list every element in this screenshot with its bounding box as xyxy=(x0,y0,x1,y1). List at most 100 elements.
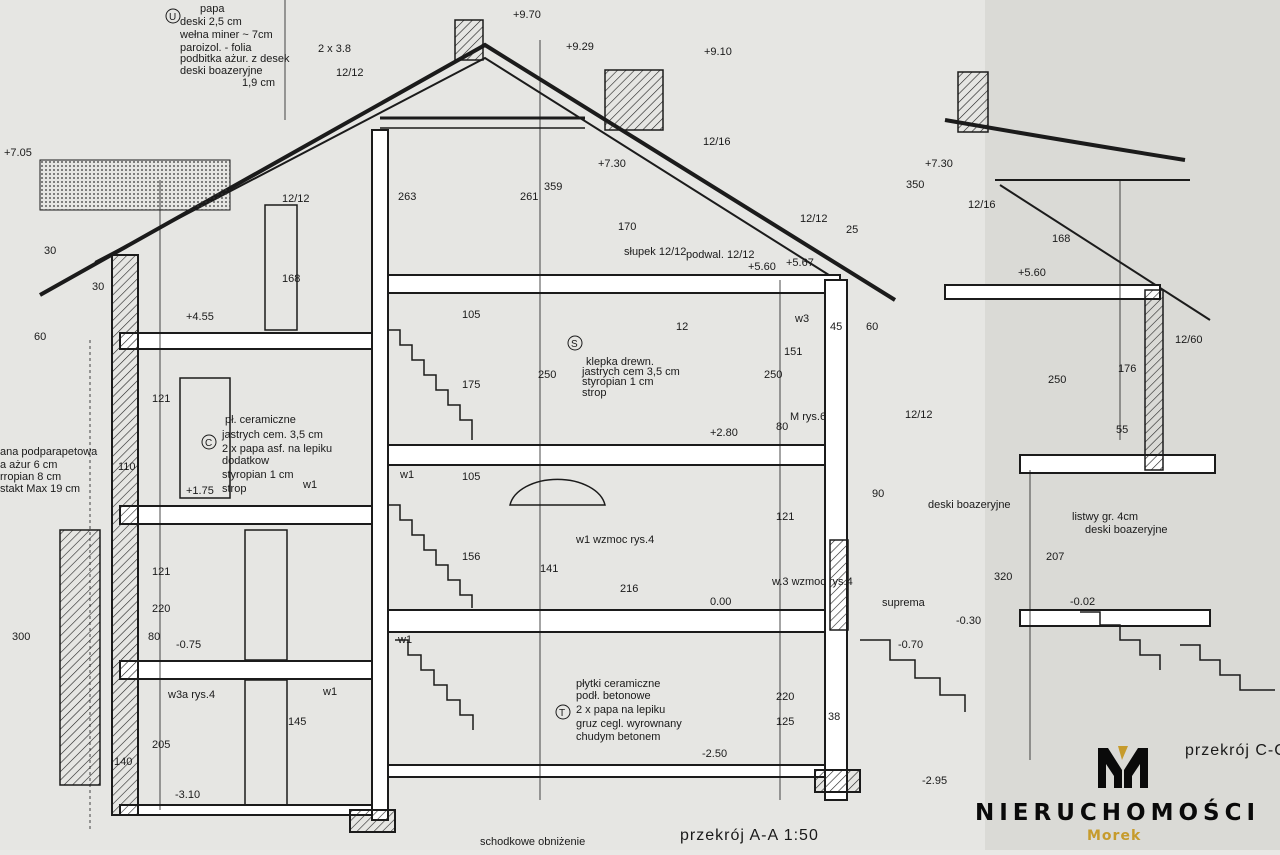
dim-3: 250 xyxy=(538,369,556,381)
right-3: suprema xyxy=(882,597,926,609)
member-5: 12/12 xyxy=(905,409,933,421)
right-4: schodkowe obniżenie xyxy=(480,836,585,848)
right-2: deski boazeryjne xyxy=(1085,524,1168,536)
floor-note-c: pł. ceramiczne jastrych cem. 3,5 cm 2 x … xyxy=(221,414,332,495)
dim-27: 220 xyxy=(152,603,170,615)
chimney-1 xyxy=(454,19,484,61)
wall-2: rropian 8 cm xyxy=(0,471,61,483)
member-7: 12/60 xyxy=(1175,334,1203,346)
dim-14: 121 xyxy=(152,393,170,405)
floor-c-2: 2 x papa asf. na lepiku xyxy=(222,443,332,455)
floor-t-1: podł. betonowe xyxy=(576,690,651,702)
door-upper xyxy=(179,377,231,499)
floor-c-4: styropian 1 cm xyxy=(222,469,294,481)
wall-note: ana podparapetowa a ażur 6 cm rropian 8 … xyxy=(0,446,98,495)
member-9: podwal. 12/12 xyxy=(686,249,755,261)
level-8: +5.60 xyxy=(1018,267,1046,279)
dim-4: 250 xyxy=(764,369,782,381)
dim-0: 359 xyxy=(544,181,562,193)
slab-upper-left xyxy=(119,332,381,350)
roof-note-1: deski 2,5 cm xyxy=(180,16,242,28)
dim-18: 105 xyxy=(462,471,480,483)
dim-6: 175 xyxy=(462,379,480,391)
footing-left xyxy=(349,809,396,833)
member-17: w1 wzmoc rys.4 xyxy=(575,534,654,546)
member-8: słupek 12/12 xyxy=(624,246,686,258)
level-4: +7.30 xyxy=(925,158,953,170)
right-0: deski boazeryjne xyxy=(928,499,1011,511)
dim-36: 90 xyxy=(872,488,884,500)
left-roof-insulation xyxy=(39,159,231,211)
marker-c: C xyxy=(201,434,217,450)
member-1: 12/12 xyxy=(336,67,364,79)
dim-15: 121 xyxy=(152,566,170,578)
cc-wall xyxy=(1144,289,1164,471)
marker-s: S xyxy=(567,335,583,351)
title-aa: przekrój A-A 1:50 xyxy=(680,827,819,844)
dim-37: 55 xyxy=(1116,424,1128,436)
dim-30: 207 xyxy=(1046,551,1064,563)
floor-note-t: płytki ceramiczne podł. betonowe 2 x pap… xyxy=(576,678,682,743)
stair-exterior xyxy=(860,639,966,712)
arched-opening xyxy=(509,478,606,506)
wall-0: ana podparapetowa xyxy=(0,446,98,458)
dim-32: 145 xyxy=(288,716,306,728)
floor-t-0: płytki ceramiczne xyxy=(576,678,660,690)
level-9: +4.55 xyxy=(186,311,214,323)
level-12: 0.00 xyxy=(710,596,731,608)
level-0: +9.70 xyxy=(513,9,541,21)
dim-5: 250 xyxy=(1048,374,1066,386)
floor-s-3: strop xyxy=(582,387,606,399)
door-attic xyxy=(264,204,298,331)
dim-31: 205 xyxy=(152,739,170,751)
wall-right-hatch xyxy=(829,539,849,631)
roof-main xyxy=(39,42,897,302)
stair-upper xyxy=(388,329,473,440)
chimney-2 xyxy=(604,69,664,131)
section-a-a xyxy=(39,0,966,833)
dim-11: 156 xyxy=(462,551,480,563)
cc-stair-2 xyxy=(1180,644,1275,691)
roof-note-2: wełna miner ~ 7cm xyxy=(179,29,273,41)
level-13: -0.02 xyxy=(1070,596,1095,608)
roof-note-6: 1,9 cm xyxy=(242,77,275,89)
wall-1: a ażur 6 cm xyxy=(0,459,57,471)
cc-slab-first xyxy=(1019,454,1216,474)
dim-23: 45 xyxy=(830,321,842,333)
dim-42: 350 xyxy=(906,179,924,191)
member-15: w3a rys.4 xyxy=(167,689,215,701)
dim-17: 105 xyxy=(462,309,480,321)
member-14: w1 xyxy=(302,479,317,491)
floor-t-4: chudym betonem xyxy=(576,731,660,743)
level-19: -3.10 xyxy=(175,789,200,801)
slab-basement xyxy=(379,764,841,778)
wall-3: stakt Max 19 cm xyxy=(0,483,80,495)
member-12: w1 xyxy=(397,634,412,646)
dim-21: 60 xyxy=(34,331,46,343)
slab-left-mid xyxy=(119,505,381,525)
footing-right xyxy=(814,769,861,793)
level-3: +7.30 xyxy=(598,158,626,170)
svg-text:C: C xyxy=(205,438,212,449)
slab-ground xyxy=(379,609,841,633)
cc-stair xyxy=(1080,611,1161,670)
member-10: w3 xyxy=(794,313,809,325)
member-18: M rys.6 xyxy=(790,411,826,423)
cc-slab-ground xyxy=(1019,609,1211,627)
dim-33: 140 xyxy=(114,756,132,768)
svg-text:T: T xyxy=(559,708,565,719)
dim-12: 151 xyxy=(784,346,802,358)
floor-t-2: 2 x papa na lepiku xyxy=(576,704,665,716)
dim-16: 121 xyxy=(776,511,794,523)
stair-lower xyxy=(395,639,474,730)
member-16: w.3 wzmoc rys.4 xyxy=(771,576,853,588)
wall-left xyxy=(111,254,139,816)
cc-slab-attic xyxy=(944,284,1161,300)
dim-20: 80 xyxy=(148,631,160,643)
dim-13: 141 xyxy=(540,563,558,575)
stair-middle xyxy=(388,504,473,608)
logo-mark-icon xyxy=(1098,746,1148,788)
member-4: 12/12 xyxy=(800,213,828,225)
dim-10: 168 xyxy=(1052,233,1070,245)
roof-note-4: podbitka ażur. z desek xyxy=(180,53,290,65)
